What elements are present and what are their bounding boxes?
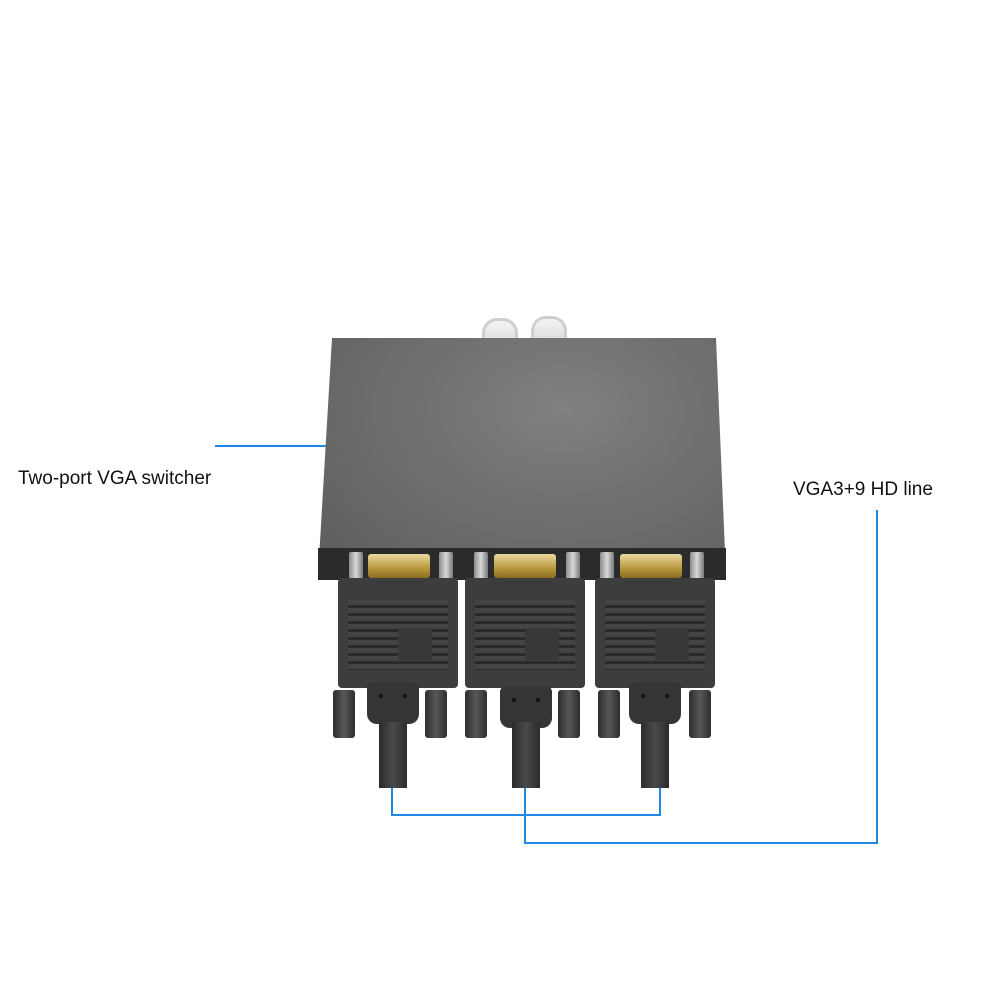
vga-connector-1 [338, 578, 458, 688]
vga-port-2 [494, 554, 556, 578]
vga-cable-1 [379, 722, 407, 788]
cable-strain-relief [629, 682, 681, 724]
vga-port-1 [368, 554, 430, 578]
vga-cable-3 [641, 722, 669, 788]
vga-port-3 [620, 554, 682, 578]
port-screw [349, 552, 363, 582]
switcher-label: Two-port VGA switcher [18, 468, 212, 489]
vga-cable-2 [512, 722, 540, 788]
port-screw [566, 552, 580, 582]
thumbscrew-icon [333, 690, 355, 738]
port-screw [439, 552, 453, 582]
cable-strain-relief [367, 682, 419, 724]
cable-callout-bottom [524, 842, 878, 844]
thumbscrew-icon [465, 690, 487, 738]
cable-bracket-horizontal [391, 814, 661, 816]
cable-bracket-middle [524, 786, 526, 844]
vga-connector-2 [465, 578, 585, 688]
thumbscrew-icon [598, 690, 620, 738]
port-screw [600, 552, 614, 582]
cable-bracket-right [659, 786, 661, 816]
thumbscrew-icon [425, 690, 447, 738]
switcher-callout-line [215, 445, 327, 447]
cable-callout-vertical [876, 510, 878, 844]
cable-strain-relief [500, 686, 552, 728]
cable-label: VGA3+9 HD line [793, 479, 933, 500]
port-screw [690, 552, 704, 582]
port-screw [474, 552, 488, 582]
thumbscrew-icon [689, 690, 711, 738]
switcher-housing [318, 338, 726, 576]
cable-bracket-left [391, 786, 393, 816]
vga-connector-3 [595, 578, 715, 688]
thumbscrew-icon [558, 690, 580, 738]
selector-knob-2 [531, 316, 567, 341]
